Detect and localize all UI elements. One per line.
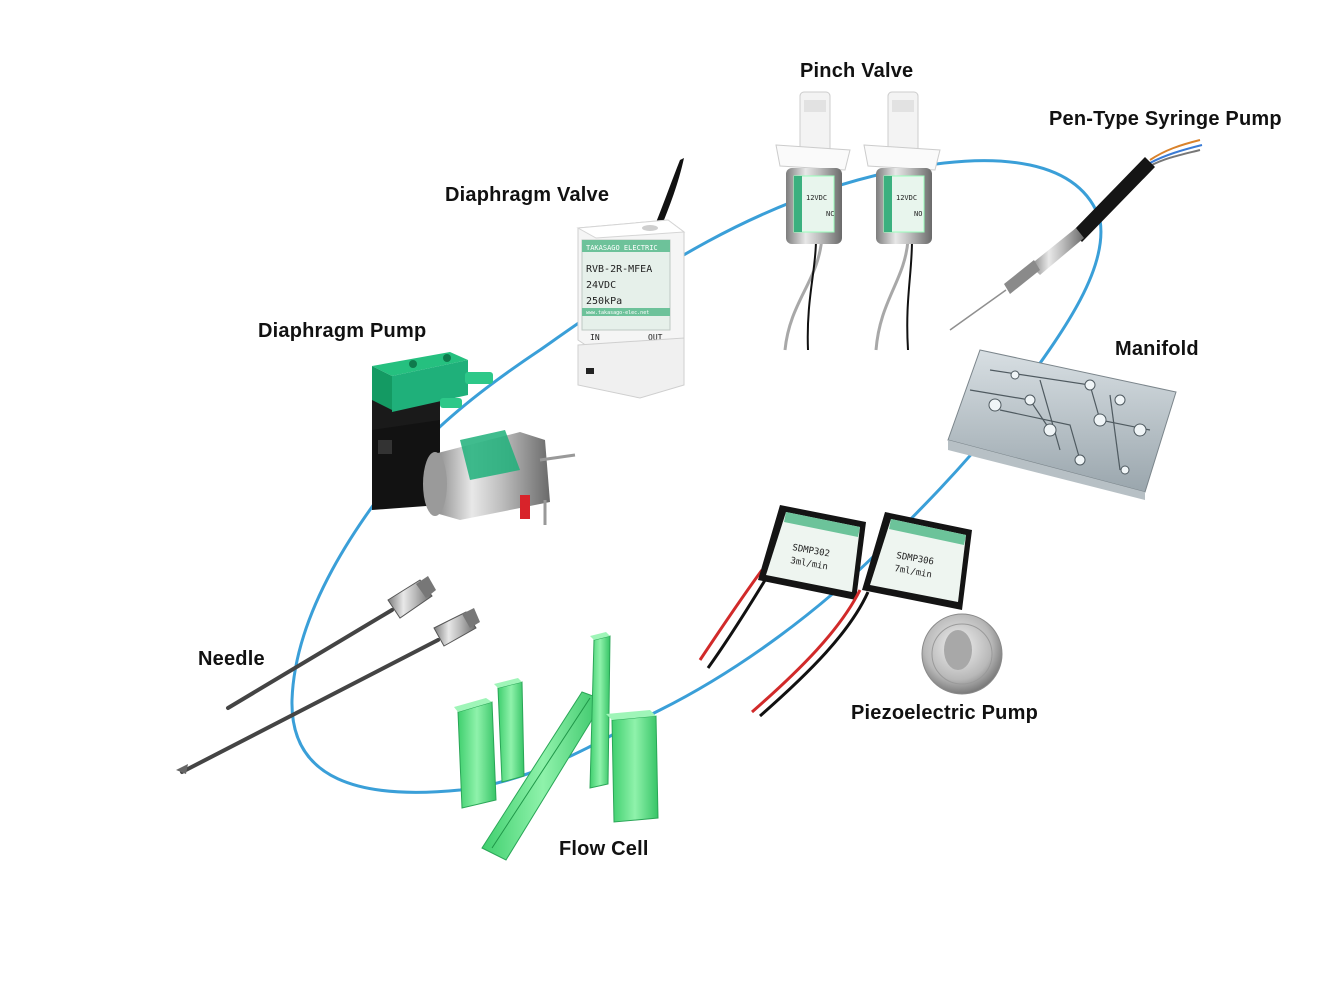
label-piezoelectric-pump: Piezoelectric Pump — [851, 702, 1038, 724]
manifold-photo — [947, 349, 1177, 500]
label-needle: Needle — [198, 648, 265, 670]
valve-out: OUT — [648, 333, 663, 342]
tubing-loop — [290, 159, 1103, 794]
piezo-pump-photo: SDMP302 3ml/min SDMP306 7ml/min — [698, 505, 972, 718]
label-manifold: Manifold — [1115, 338, 1199, 360]
needle-photo — [176, 576, 480, 774]
label-flow-cell: Flow Cell — [559, 838, 649, 860]
valve-in: IN — [590, 333, 600, 342]
pinch-valve-photo: 12VDC NC 12VDC NO — [775, 91, 941, 351]
valve-url: www.takasago-elec.net — [586, 310, 649, 316]
pinch-valve-1-text: 12VDC — [806, 194, 827, 202]
pinch-valve-2-code: NO — [914, 210, 922, 218]
coin-photo — [921, 613, 1003, 695]
pinch-valve-2-text: 12VDC — [896, 194, 917, 202]
label-pen-type-syringe-pump: Pen-Type Syringe Pump — [1049, 108, 1282, 130]
valve-model: RVB-2R-MFEA — [586, 264, 652, 275]
flow-cell-photo — [454, 632, 659, 861]
syringe-pump-photo — [949, 139, 1203, 331]
valve-brand: TAKASAGO ELECTRIC — [586, 244, 658, 252]
label-pinch-valve: Pinch Valve — [800, 60, 914, 82]
valve-pressure: 250kPa — [586, 296, 622, 307]
label-diaphragm-pump: Diaphragm Pump — [258, 320, 427, 342]
pinch-valve-1-code: NC — [826, 210, 834, 218]
diaphragm-pump-photo — [372, 352, 576, 525]
label-diaphragm-valve: Diaphragm Valve — [445, 184, 610, 206]
diaphragm-valve-photo: TAKASAGO ELECTRIC RVB-2R-MFEA 24VDC 250k… — [576, 158, 686, 399]
valve-voltage: 24VDC — [586, 280, 616, 291]
